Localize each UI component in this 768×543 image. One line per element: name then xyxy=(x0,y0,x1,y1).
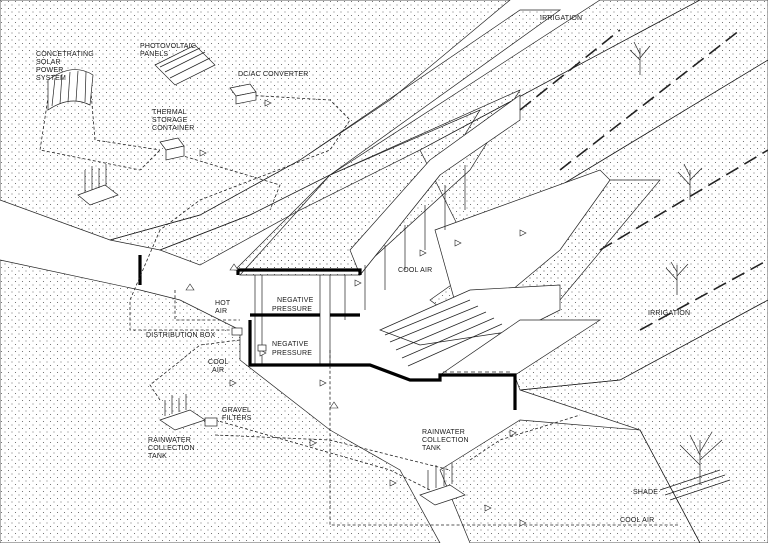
trees xyxy=(629,41,731,501)
label-irrigation-top: IRRIGATION xyxy=(540,15,582,22)
label-shade: SHADE xyxy=(633,489,658,496)
label-rainwater-mid-2: COLLECTION xyxy=(422,437,469,444)
label-negative-pressure-2b: PRESSURE xyxy=(272,350,312,357)
solar-dish-ribs xyxy=(51,70,87,107)
label-gravel-1: GRAVEL xyxy=(222,407,251,414)
shade-tree-icon xyxy=(659,431,731,501)
stair-treads xyxy=(384,299,503,367)
label-hot-air-1: HOT xyxy=(215,300,231,307)
label-cool-air-left-1: COOL xyxy=(208,359,229,366)
photovoltaic-panel-icon xyxy=(154,44,216,86)
solar-dish-icon xyxy=(47,69,94,111)
label-thermal-1: THERMAL xyxy=(152,109,187,116)
label-irrigation-right: IRRIGATION xyxy=(648,310,690,317)
labels: CONCETRATING SOLAR POWER SYSTEM PHOTOVOL… xyxy=(36,15,690,524)
label-hot-air-2: AIR xyxy=(215,308,227,315)
service-routes xyxy=(39,79,680,526)
tree-icon xyxy=(677,163,703,200)
label-distribution-box: DISTRIBUTION BOX xyxy=(146,332,215,339)
label-concentrating-solar-1: CONCETRATING xyxy=(36,51,94,58)
label-negative-pressure-1b: PRESSURE xyxy=(272,306,312,313)
facade-mullions xyxy=(364,165,466,310)
label-gravel-2: FILTERS xyxy=(222,415,252,422)
label-dc-ac: DC/AC CONVERTER xyxy=(238,71,309,78)
label-concentrating-solar-4: SYSTEM xyxy=(36,75,66,82)
label-cool-air-mid: COOL AIR xyxy=(398,267,432,274)
label-negative-pressure-2a: NEGATIVE xyxy=(272,341,309,348)
rain-tank-mid-icon xyxy=(419,463,466,506)
gravel-filter-icon xyxy=(204,417,218,427)
label-thermal-3: CONTAINER xyxy=(152,125,195,132)
distribution-box-icon xyxy=(231,327,243,336)
label-rainwater-mid-3: TANK xyxy=(422,445,441,452)
label-photovoltaic-1: PHOTOVOLTAIC xyxy=(140,43,196,50)
rain-tank-left-icon xyxy=(159,394,206,431)
label-rainwater-left-1: RAINWATER xyxy=(148,437,191,444)
pv-panel-cells xyxy=(159,47,211,79)
air-flow-arrows xyxy=(185,99,527,527)
label-thermal-2: STORAGE xyxy=(152,117,188,124)
label-rainwater-left-3: TANK xyxy=(148,453,167,460)
tree-icon xyxy=(629,41,651,75)
label-cool-air-left-2: AIR xyxy=(212,367,224,374)
label-rainwater-mid-1: RAINWATER xyxy=(422,429,465,436)
label-rainwater-left-2: COLLECTION xyxy=(148,445,195,452)
building-volumes xyxy=(254,94,611,376)
equipment xyxy=(47,44,466,506)
label-concentrating-solar-3: POWER xyxy=(36,67,63,74)
label-negative-pressure-1a: NEGATIVE xyxy=(277,297,314,304)
label-cool-air-bottom: COOL AIR xyxy=(620,517,654,524)
tree-icon xyxy=(665,261,689,295)
label-photovoltaic-2: PANELS xyxy=(140,51,168,58)
label-concentrating-solar-2: SOLAR xyxy=(36,59,61,66)
section-cut xyxy=(138,255,517,410)
rain-collector-upper-icon xyxy=(77,164,119,206)
irrigation-lines xyxy=(519,29,768,331)
